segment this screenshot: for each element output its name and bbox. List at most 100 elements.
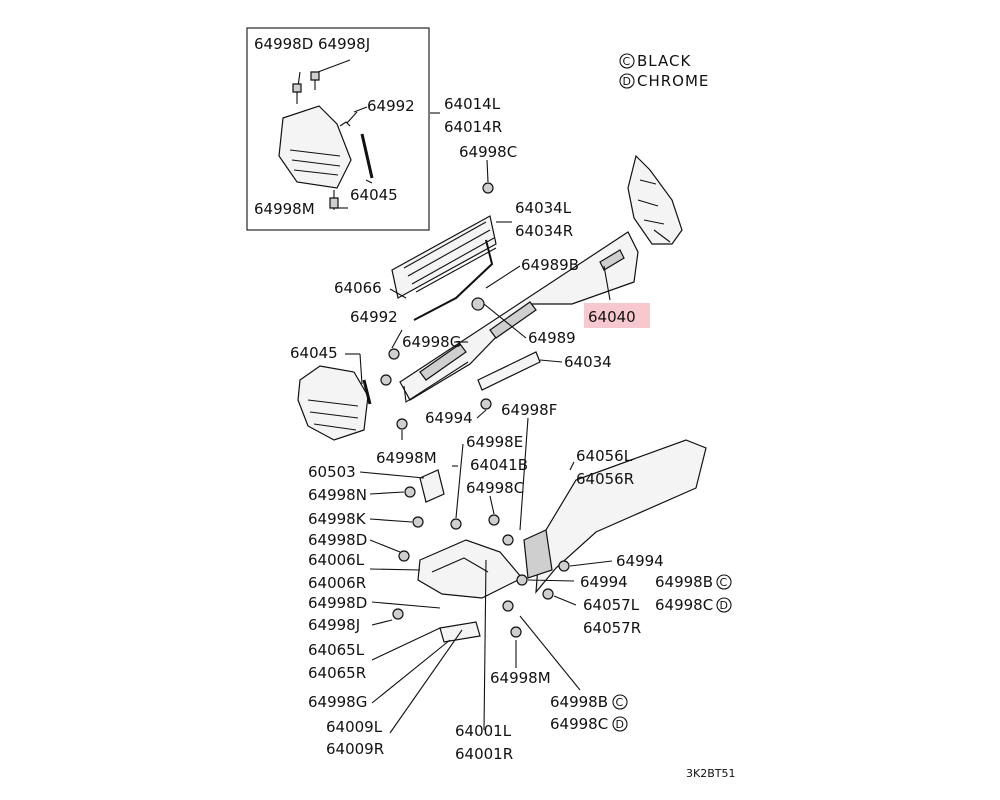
bolt-icon: [404, 486, 416, 498]
label-60503: 60503: [308, 463, 356, 481]
label-64009L: 64009L: [326, 718, 383, 736]
label-64065L: 64065L: [308, 641, 365, 659]
label-64045-mid: 64045: [290, 344, 338, 362]
label-64056R: 64056R: [576, 470, 634, 488]
bolt-icon: [310, 71, 320, 81]
label-64998C-1: 64998C: [459, 143, 517, 161]
bolt-icon: [558, 560, 570, 572]
bolt-icon: [388, 348, 400, 360]
badge-black-r1: [716, 574, 732, 590]
nut-icon: [471, 297, 485, 311]
label-64994-b: 64994: [616, 552, 664, 570]
label-64989: 64989: [528, 329, 576, 347]
nut-icon: [516, 574, 528, 586]
inset-frame: [246, 27, 430, 231]
bolt-icon: [510, 626, 522, 638]
legend-black-badge: [619, 53, 635, 69]
label-64998D-top: 64998D: [254, 35, 313, 53]
legend-chrome: CHROME: [637, 72, 709, 90]
step-pad-part: [391, 215, 497, 321]
label-64009R: 64009R: [326, 740, 384, 758]
label-64994-a: 64994: [425, 409, 473, 427]
bolt-icon: [380, 374, 392, 386]
label-64056L: 64056L: [576, 447, 633, 465]
hitch-bracket-part: [417, 439, 707, 643]
label-64066: 64066: [334, 279, 382, 297]
left-end-cap-part: [297, 365, 372, 441]
legend-black-code: C: [623, 55, 631, 68]
diagram-code: 3K2BT51: [686, 767, 735, 780]
badge-black-r2: [612, 694, 628, 710]
label-64998M-low: 64998M: [490, 669, 551, 687]
label-64057L: 64057L: [583, 596, 640, 614]
label-64006R: 64006R: [308, 574, 366, 592]
legend-chrome-badge: [619, 73, 635, 89]
bolt-icon: [292, 83, 302, 93]
label-64998C-2: 64998C: [466, 479, 524, 497]
label-64998C-r2: 64998C: [550, 715, 608, 733]
label-64998J-low: 64998J: [308, 616, 360, 634]
bolt-icon: [502, 534, 514, 546]
leader-lines: [345, 106, 613, 734]
label-64998M-top: 64998M: [254, 200, 315, 218]
label-64998D-low2: 64998D: [308, 594, 367, 612]
label-64992-mid: 64992: [350, 308, 398, 326]
label-64992-top: 64992: [367, 97, 415, 115]
badge-r2-bot: D: [616, 718, 624, 731]
label-64001R: 64001R: [455, 745, 513, 763]
label-64065R: 64065R: [308, 664, 366, 682]
highlight-box: [584, 303, 650, 328]
legend-black: BLACK: [637, 52, 691, 70]
label-64045-top: 64045: [350, 186, 398, 204]
label-64998F: 64998F: [501, 401, 557, 419]
label-64014L: 64014L: [444, 95, 501, 113]
label-64998E: 64998E: [466, 433, 523, 451]
bolt-icon: [329, 197, 339, 209]
color-legend: C BLACK D CHROME: [619, 52, 709, 90]
label-64989B: 64989B: [521, 256, 579, 274]
bolt-icon: [502, 600, 514, 612]
badge-r1-top: C: [720, 576, 728, 589]
label-64998C-r1: 64998C: [655, 596, 713, 614]
bumper-bar-part: [399, 231, 639, 403]
badge-chrome-r1: [716, 597, 732, 613]
label-64998N: 64998N: [308, 486, 367, 504]
inset-box: [246, 27, 430, 231]
bolt-icon: [542, 588, 554, 600]
label-64034L: 64034L: [515, 199, 572, 217]
bolt-icon: [396, 418, 408, 430]
badge-chrome-r2: [612, 716, 628, 732]
label-64998G-mid: 64998G: [402, 333, 461, 351]
label-64998D-low: 64998D: [308, 531, 367, 549]
bracket-64001-part: [483, 559, 487, 731]
label-64041B: 64041B: [470, 456, 528, 474]
bolt-icon: [488, 514, 500, 526]
fasteners: [380, 182, 570, 638]
label-64057R: 64057R: [583, 619, 641, 637]
label-64998G-low: 64998G: [308, 693, 367, 711]
bolt-icon: [398, 550, 410, 562]
label-64040: 64040: [588, 308, 636, 326]
label-64034R: 64034R: [515, 222, 573, 240]
part-labels: 64998D 64998J 64992 64014L 64014R 64045 …: [254, 35, 735, 780]
end-cap-part: [278, 105, 352, 189]
right-end-cap-part: [627, 154, 683, 245]
bolt-icon: [482, 182, 494, 194]
legend-chrome-code: D: [623, 75, 631, 88]
label-64001L: 64001L: [455, 722, 512, 740]
label-64998K: 64998K: [308, 510, 367, 528]
bolt-icon: [480, 398, 492, 410]
bracket-64034-part: [477, 351, 541, 391]
bolt-icon: [412, 516, 424, 528]
bolt-icon: [450, 518, 462, 530]
label-64994-c: 64994: [580, 573, 628, 591]
label-64998B-r2: 64998B: [550, 693, 608, 711]
label-64998B-r1: 64998B: [655, 573, 713, 591]
badge-r1-bot: D: [720, 599, 728, 612]
label-64998J-top: 64998J: [318, 35, 370, 53]
label-64006L: 64006L: [308, 551, 365, 569]
label-64014R: 64014R: [444, 118, 502, 136]
label-64998M-mid: 64998M: [376, 449, 437, 467]
label-64034: 64034: [564, 353, 612, 371]
